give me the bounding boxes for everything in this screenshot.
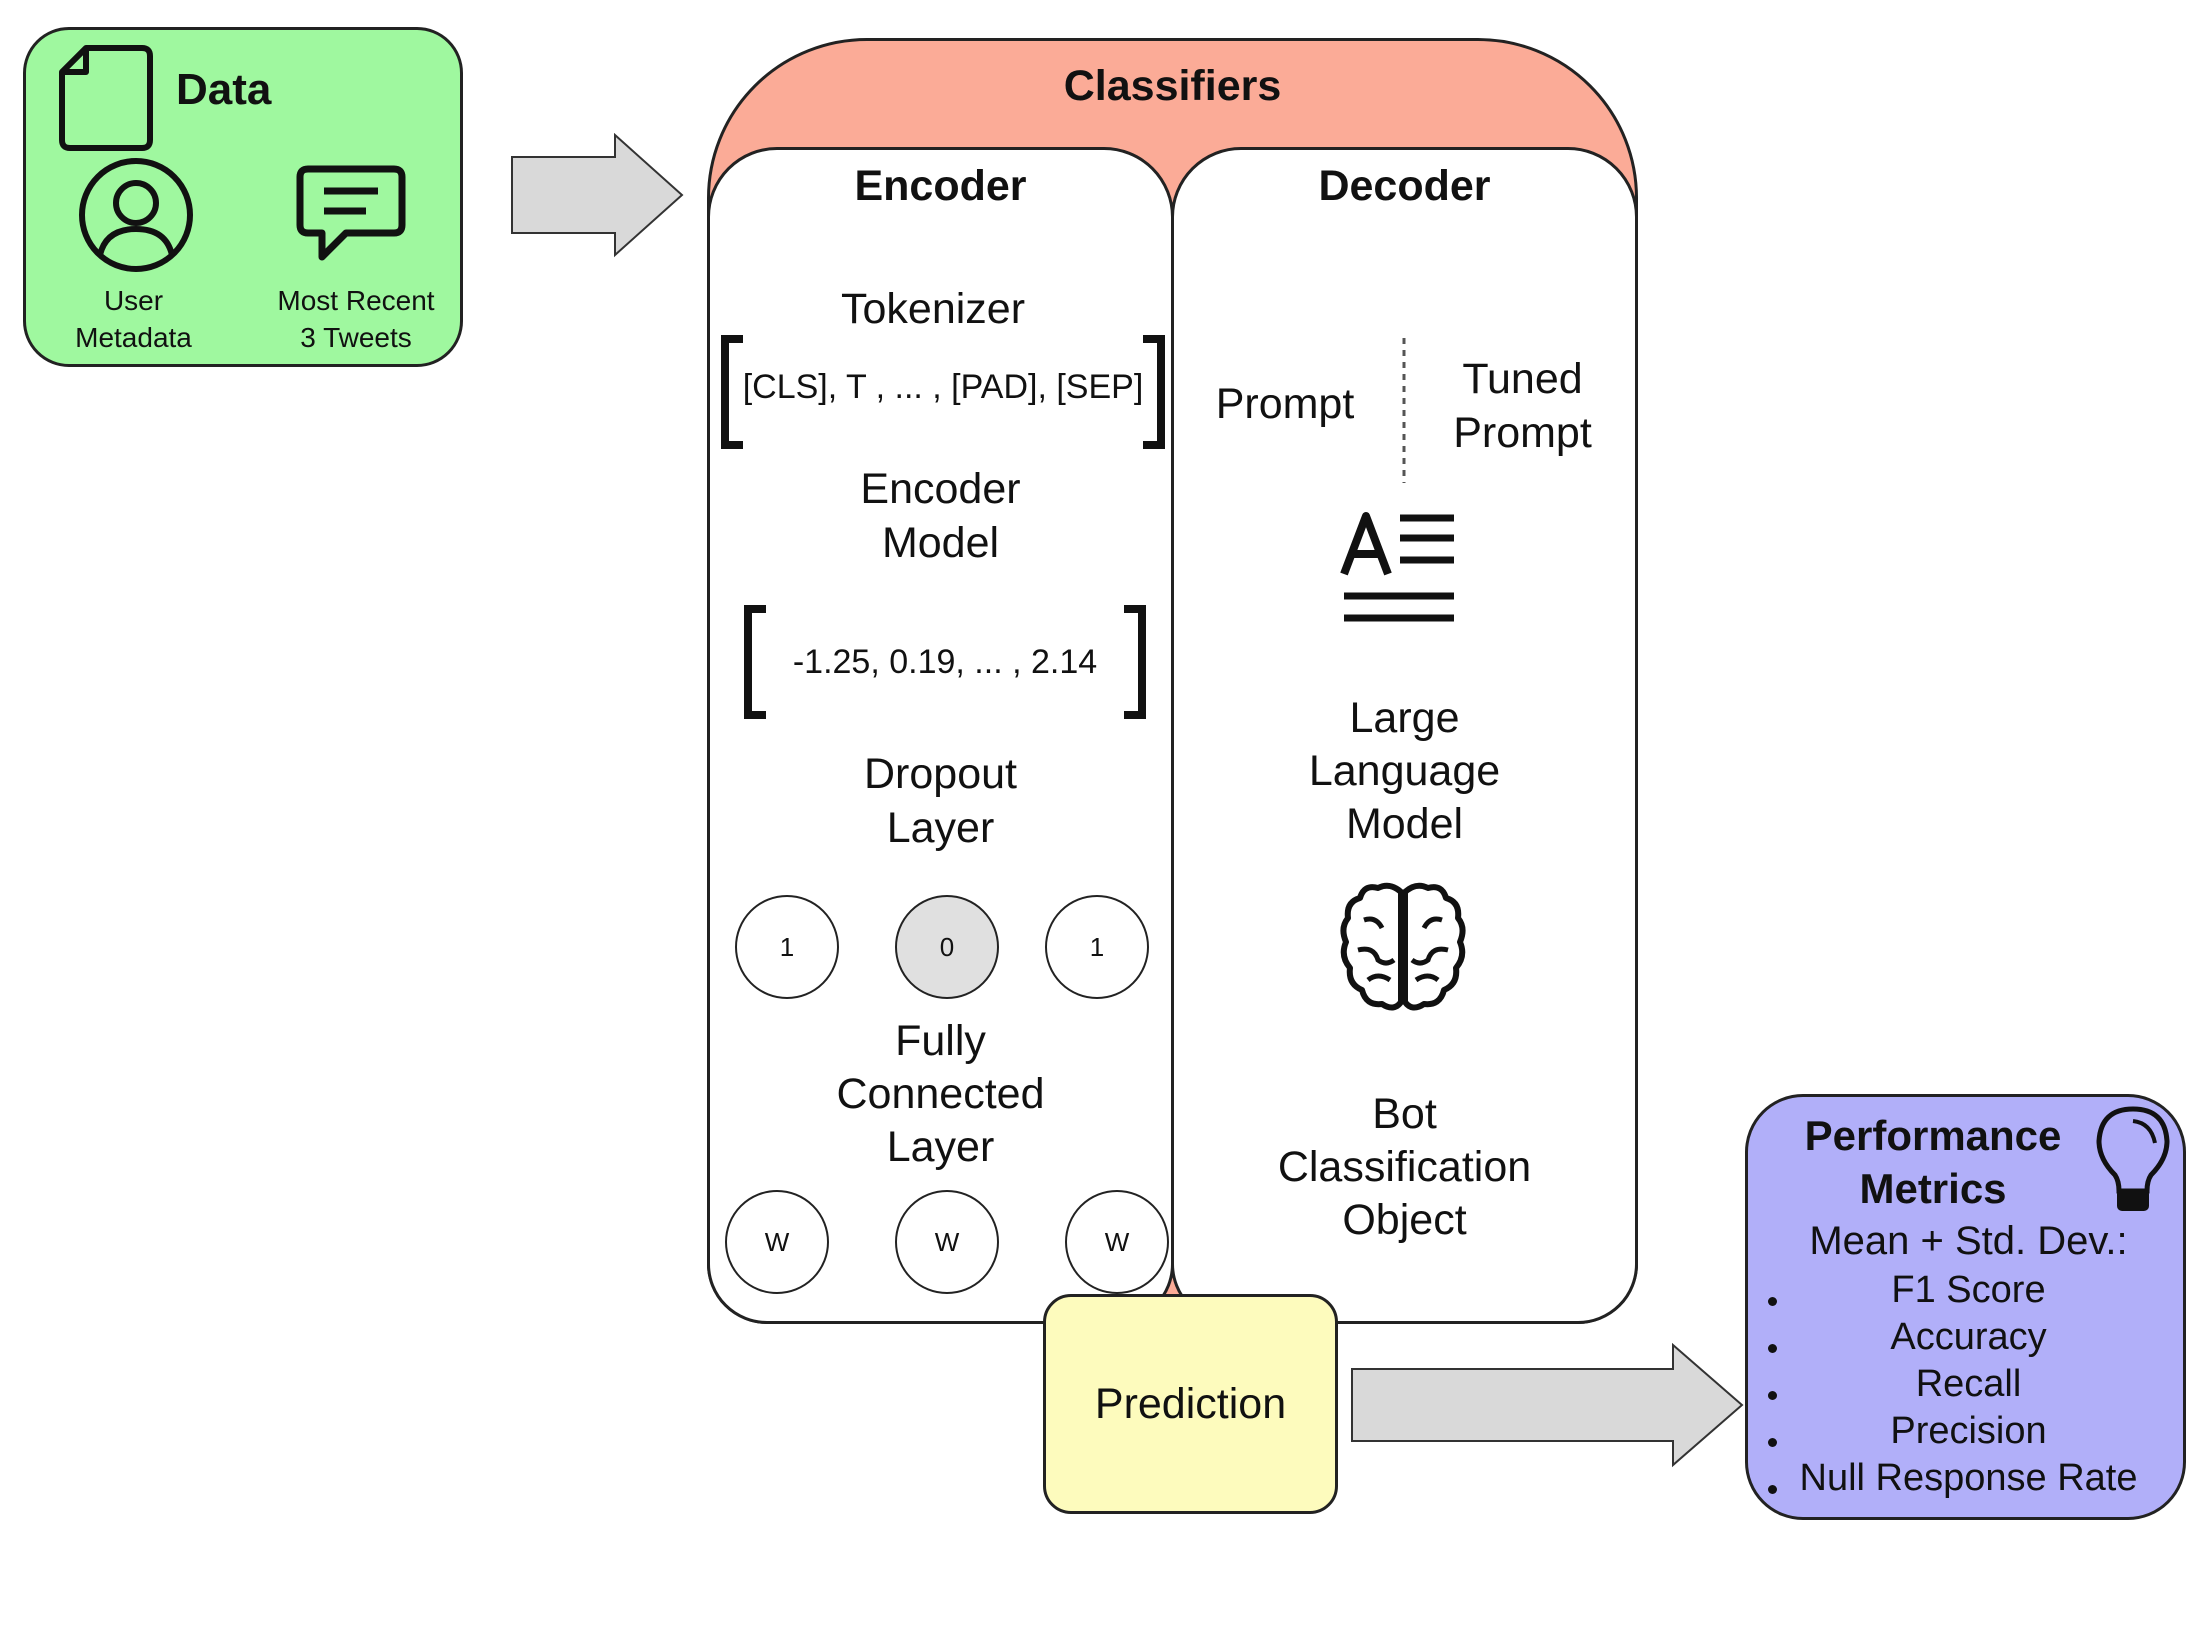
user-label-line1: User bbox=[103, 285, 164, 316]
metric-item: F1 Score bbox=[1748, 1269, 2189, 1312]
performance-metrics-box: Performance Metrics Mean + Std. Dev.: F1… bbox=[1745, 1094, 2186, 1520]
bullet-icon bbox=[1768, 1297, 1777, 1306]
dropout-node: 1 bbox=[1045, 895, 1149, 999]
tokenizer-label: Tokenizer bbox=[840, 285, 1026, 333]
metrics-title-line1: Performance bbox=[1804, 1112, 2062, 1159]
data-box: Data User Metadata Most Recent 3 Tweets bbox=[23, 27, 463, 367]
weight-node: W bbox=[725, 1190, 829, 1294]
dropout-layer-label: Dropout Layer bbox=[707, 747, 1174, 855]
tweets-label-line1: Most Recent bbox=[277, 285, 435, 316]
chat-icon bbox=[296, 165, 406, 261]
fully-connected-layer-label: Fully Connected Layer bbox=[707, 1015, 1174, 1174]
recent-tweets-label: Most Recent 3 Tweets bbox=[251, 282, 461, 356]
metric-label: Recall bbox=[1915, 1363, 2022, 1405]
user-icon bbox=[79, 158, 193, 272]
prediction-box: Prediction bbox=[1043, 1294, 1338, 1514]
output-line3: Object bbox=[1342, 1196, 1467, 1244]
output-line2: Classification bbox=[1277, 1143, 1532, 1191]
data-to-classifiers-arrow bbox=[511, 133, 684, 258]
dropout-line2: Layer bbox=[886, 804, 995, 852]
llm-label: Large Language Model bbox=[1171, 692, 1638, 851]
metric-label: Precision bbox=[1890, 1410, 2047, 1452]
fc-line2: Connected bbox=[836, 1070, 1045, 1118]
document-icon bbox=[59, 45, 153, 151]
encoder-model-line1: Encoder bbox=[860, 465, 1021, 513]
decoder-panel bbox=[1171, 147, 1638, 1324]
fc-line1: Fully bbox=[895, 1017, 986, 1065]
bot-classification-label: Bot Classification Object bbox=[1171, 1088, 1638, 1247]
embedding-brackets bbox=[744, 605, 1146, 719]
llm-line1: Large bbox=[1349, 694, 1460, 742]
metric-item: Accuracy bbox=[1748, 1316, 2189, 1359]
weight-node: W bbox=[895, 1190, 999, 1294]
tuned-line2: Prompt bbox=[1453, 409, 1592, 457]
text-format-icon bbox=[1340, 512, 1454, 622]
prompt-divider bbox=[1402, 338, 1406, 483]
dropout-line1: Dropout bbox=[864, 750, 1017, 798]
metrics-title: Performance Metrics bbox=[1758, 1109, 2108, 1215]
metric-item: Recall bbox=[1748, 1363, 2189, 1406]
metric-label: Null Response Rate bbox=[1799, 1457, 2138, 1499]
llm-line2: Language bbox=[1308, 747, 1501, 795]
token-brackets bbox=[721, 335, 1165, 449]
user-label-line2: Metadata bbox=[75, 322, 192, 353]
encoder-model-line2: Model bbox=[881, 519, 1000, 567]
tuned-line1: Tuned bbox=[1462, 355, 1583, 403]
brain-icon bbox=[1340, 882, 1466, 1011]
metrics-title-line2: Metrics bbox=[1859, 1165, 2007, 1212]
classifiers-title: Classifiers bbox=[1063, 62, 1282, 110]
bullet-icon bbox=[1768, 1344, 1777, 1353]
llm-line3: Model bbox=[1345, 800, 1464, 848]
dropout-node-dropped: 0 bbox=[895, 895, 999, 999]
encoder-title: Encoder bbox=[854, 162, 1027, 210]
metric-label: F1 Score bbox=[1891, 1269, 2046, 1311]
embedding-vector: -1.25, 0.19, ... , 2.14 bbox=[792, 643, 1098, 681]
metric-item: Precision bbox=[1748, 1410, 2189, 1453]
user-metadata-label: User Metadata bbox=[41, 282, 226, 356]
dropout-node: 1 bbox=[735, 895, 839, 999]
tuned-prompt-label: Tuned Prompt bbox=[1430, 352, 1615, 460]
decoder-title: Decoder bbox=[1318, 162, 1491, 210]
weight-node: W bbox=[1065, 1190, 1169, 1294]
encoder-model-label: Encoder Model bbox=[707, 462, 1174, 570]
token-sequence: [CLS], T , ... , [PAD], [SEP] bbox=[742, 368, 1144, 406]
prediction-to-metrics-arrow bbox=[1351, 1343, 1744, 1468]
metric-item: Null Response Rate bbox=[1748, 1457, 2189, 1500]
prompt-label: Prompt bbox=[1215, 380, 1355, 428]
bullet-icon bbox=[1768, 1485, 1777, 1494]
bullet-icon bbox=[1768, 1438, 1777, 1447]
lightbulb-icon bbox=[2096, 1106, 2170, 1211]
bullet-icon bbox=[1768, 1391, 1777, 1400]
output-line1: Bot bbox=[1372, 1090, 1437, 1138]
data-title: Data bbox=[176, 65, 272, 114]
fc-line3: Layer bbox=[886, 1123, 995, 1171]
metric-label: Accuracy bbox=[1890, 1316, 2047, 1358]
tweets-label-line2: 3 Tweets bbox=[300, 322, 412, 353]
metrics-subtitle: Mean + Std. Dev.: bbox=[1809, 1219, 2128, 1263]
